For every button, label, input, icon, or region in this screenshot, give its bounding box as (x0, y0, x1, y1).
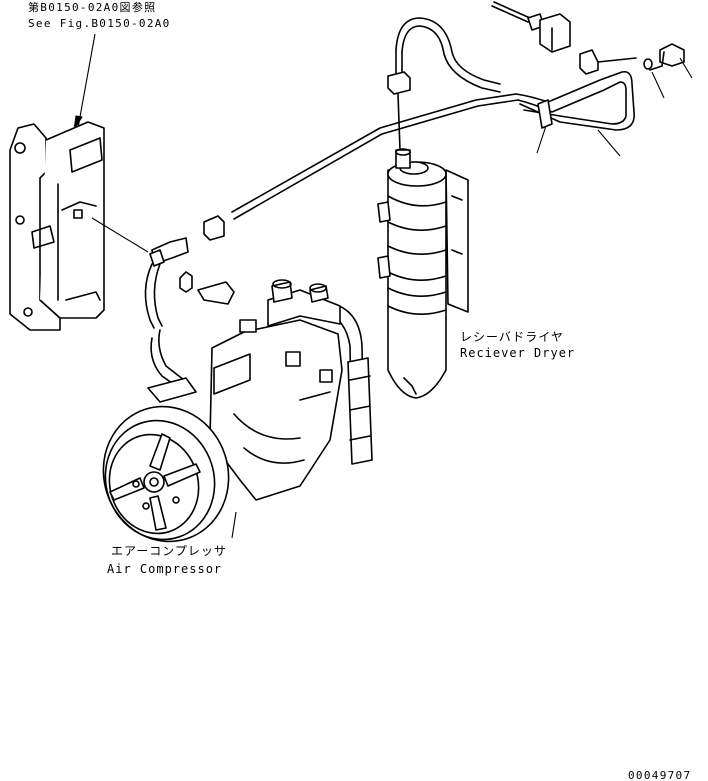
electrical-connector (491, 1, 637, 75)
air-compressor (102, 279, 343, 543)
receiver-dryer-jp-label: レシーバドライヤ (460, 330, 564, 344)
figure-number: 00049707 (628, 769, 691, 781)
receiver-dryer (377, 148, 469, 399)
compressor-bolt (179, 271, 235, 305)
air-compressor-jp-label: エアーコンプレッサ (111, 544, 227, 558)
receiver-dryer-en-label: Reciever Dryer (460, 346, 575, 360)
air-compressor-en-label: Air Compressor (107, 562, 222, 576)
bolt-and-washer (643, 43, 693, 99)
mounting-bracket (9, 121, 105, 331)
pressure-switch-connector (387, 71, 411, 151)
reference-jp-label: 第B0150-02A0図参照 (28, 0, 156, 14)
harness-connector (91, 215, 225, 329)
reference-leader-line (77, 33, 96, 129)
reference-en-label: See Fig.B0150-02A0 (28, 17, 171, 30)
